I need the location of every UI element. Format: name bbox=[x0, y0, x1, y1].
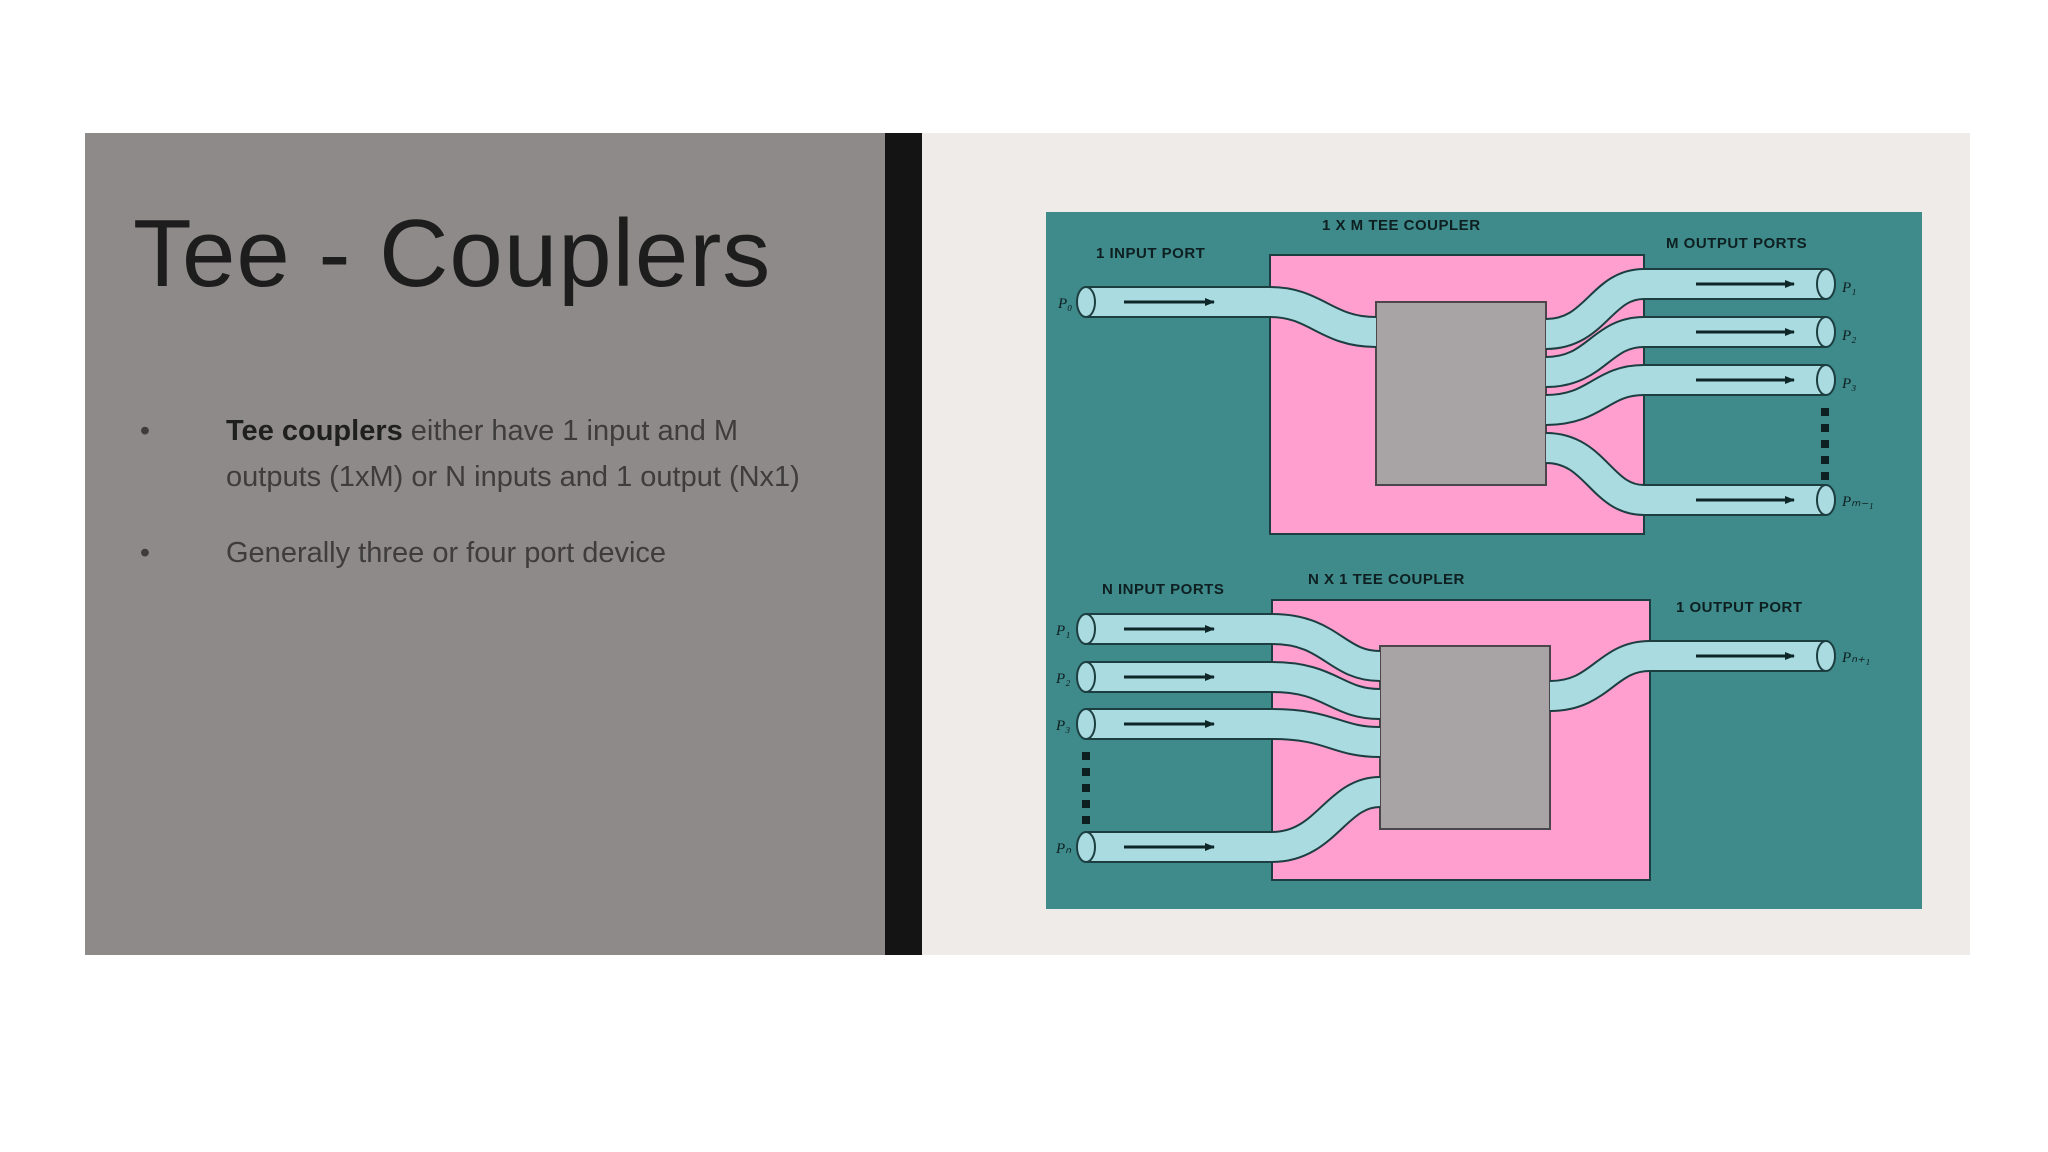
top-coupler-core bbox=[1375, 301, 1547, 486]
slide: Tee - Couplers • Tee couplers either hav… bbox=[85, 133, 1970, 955]
bottom-input-fiber bbox=[1076, 613, 1382, 682]
bottom-input-label: N INPUT PORTS bbox=[1102, 581, 1224, 598]
bullet-dot: • bbox=[139, 537, 151, 569]
top-input-fiber bbox=[1076, 286, 1377, 348]
bottom-output-label: 1 OUTPUT PORT bbox=[1676, 599, 1803, 616]
text-panel: Tee - Couplers • Tee couplers either hav… bbox=[85, 133, 885, 955]
slide-title: Tee - Couplers bbox=[133, 200, 772, 307]
bottom-input-port-label: P₂ bbox=[1055, 671, 1070, 687]
bullet-list: • Tee couplers either have 1 input and M… bbox=[133, 408, 833, 606]
bottom-output-fiber bbox=[1549, 640, 1836, 712]
bottom-input-port-label: P₃ bbox=[1055, 718, 1070, 734]
top-ellipsis-dots bbox=[1821, 408, 1829, 480]
bullet-text: Generally three or four port device bbox=[226, 537, 667, 569]
bullet-bold-text: Tee couplers bbox=[226, 415, 403, 447]
top-input-label: 1 INPUT PORT bbox=[1096, 245, 1205, 262]
top-output-fiber bbox=[1545, 316, 1836, 388]
top-output-fiber bbox=[1544, 268, 1836, 350]
top-output-fiber bbox=[1544, 432, 1836, 516]
tee-coupler-svg: 1 X M TEE COUPLER 1 INPUT PORT M OUTPUT … bbox=[1046, 212, 1922, 909]
top-output-port-label: Pₘ₋₁ bbox=[1841, 494, 1874, 510]
bullet-text: either have 1 input and M outputs (1xM) … bbox=[226, 415, 800, 493]
bottom-coupler-title: N X 1 TEE COUPLER bbox=[1308, 571, 1465, 588]
bottom-ellipsis-dots bbox=[1082, 752, 1090, 824]
top-output-port-label: P₁ bbox=[1841, 280, 1856, 296]
bottom-input-port-label: P₁ bbox=[1055, 623, 1070, 639]
top-output-fiber bbox=[1545, 364, 1836, 426]
top-output-port-label: P₂ bbox=[1841, 328, 1856, 344]
top-output-port-label: P₃ bbox=[1841, 376, 1856, 392]
bottom-output-port-label: Pₙ₊₁ bbox=[1841, 650, 1870, 666]
panel-divider bbox=[885, 133, 922, 955]
bullet-item: • Tee couplers either have 1 input and M… bbox=[133, 408, 833, 500]
top-output-label: M OUTPUT PORTS bbox=[1666, 235, 1807, 252]
tee-coupler-diagram: 1 X M TEE COUPLER 1 INPUT PORT M OUTPUT … bbox=[1046, 212, 1922, 909]
top-coupler-title: 1 X M TEE COUPLER bbox=[1322, 217, 1481, 234]
bottom-input-fiber bbox=[1076, 776, 1382, 863]
bullet-item: • Generally three or four port device bbox=[133, 530, 833, 576]
top-input-port-label: P₀ bbox=[1057, 296, 1072, 312]
bottom-input-fiber bbox=[1076, 708, 1381, 758]
bottom-input-fiber bbox=[1076, 661, 1381, 720]
bottom-input-port-label: Pₙ bbox=[1055, 841, 1072, 857]
bottom-coupler-core bbox=[1379, 645, 1551, 830]
bullet-dot: • bbox=[139, 415, 151, 447]
